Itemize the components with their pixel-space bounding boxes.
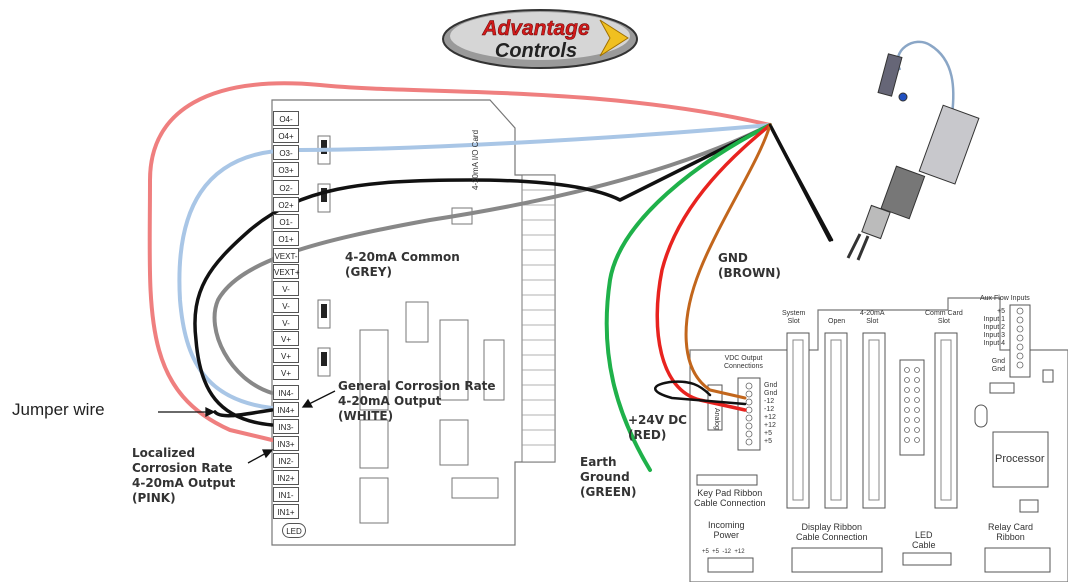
display-ribbon-label: Display Ribbon Cable Connection xyxy=(796,522,868,542)
label-common-grey: 4-20mA Common (GREY) xyxy=(345,250,460,279)
label-gnd-brown: GND (BROWN) xyxy=(718,251,781,280)
incoming-power-label: Incoming Power xyxy=(708,520,745,540)
terminal-in4-plus: IN4+ xyxy=(273,402,299,417)
aux-pin-label: +5 xyxy=(997,308,1005,315)
aux-pin-label: Input 4 xyxy=(983,340,1005,347)
terminal-v-plus: V+ xyxy=(273,348,299,363)
terminal-in2-plus: IN2+ xyxy=(273,470,299,485)
vdc-pin-label: Gnd xyxy=(764,382,778,389)
aux-pin-label: Input 3 xyxy=(983,332,1005,339)
sensor-cable xyxy=(768,123,834,242)
terminal-in2-minus: IN2- xyxy=(273,453,299,468)
vdc-output-label: VDC Output Connections xyxy=(724,355,763,370)
analog-connector-label: Analog xyxy=(713,408,720,430)
terminal-vext-plus: VEXT+ xyxy=(273,264,300,279)
vdc-pin-label: -12 xyxy=(764,398,775,405)
logo-line2: Controls xyxy=(495,40,577,62)
ma-slot-label: 4-20mA Slot xyxy=(860,310,885,325)
terminal-in1-minus: IN1- xyxy=(273,487,299,502)
corrosion-probe xyxy=(846,40,980,261)
label-localized-pink: Localized Corrosion Rate 4-20mA Output (… xyxy=(132,446,236,505)
logo-line1: Advantage xyxy=(481,17,590,40)
vdc-pin-label: -12 xyxy=(764,406,775,413)
brown-wire xyxy=(684,123,772,400)
terminal-vext-minus: VEXT- xyxy=(273,248,299,263)
blue-wire xyxy=(177,123,772,410)
open-slot-label: Open xyxy=(828,318,846,325)
grey-wire xyxy=(212,123,772,395)
system-slot-label: System Slot xyxy=(782,310,806,325)
terminal-v-minus: V- xyxy=(273,281,299,296)
logo-graphic: Advantage Controls xyxy=(442,9,638,69)
comm-slot-label: Comm Card Slot xyxy=(925,310,963,325)
terminal-in3-minus: IN3- xyxy=(273,419,299,434)
pink-wire xyxy=(147,81,772,442)
advantage-controls-logo: Advantage Controls xyxy=(440,6,640,70)
green-wire xyxy=(604,123,772,472)
terminal-o1-minus: O1- xyxy=(273,214,299,229)
keypad-ribbon-label: Key Pad Ribbon Cable Connection xyxy=(694,488,766,508)
terminal-o1-plus: O1+ xyxy=(273,231,299,246)
io-card-title: 4-20mA I/O Card xyxy=(471,129,480,190)
terminal-o2-minus: O2- xyxy=(273,180,299,195)
aux-pin-label: Input 1 xyxy=(983,316,1005,323)
terminal-in3-plus: IN3+ xyxy=(273,436,299,451)
vdc-pin-label: +5 xyxy=(764,430,772,437)
black-jumper xyxy=(213,408,274,418)
terminal-o4-minus: O4- xyxy=(273,111,299,126)
processor-label: Processor xyxy=(995,453,1045,465)
label-earth-green: Earth Ground (GREEN) xyxy=(580,455,637,499)
vdc-pin-label: +12 xyxy=(764,422,776,429)
vdc-pin-label: +5 xyxy=(764,438,772,445)
io-card-edge-connector xyxy=(521,174,556,463)
vdc-pin-label: Gnd xyxy=(764,390,778,397)
aux-pin-label: Gnd xyxy=(991,358,1005,365)
black-wire-2 xyxy=(654,380,747,406)
red-wire xyxy=(655,123,772,412)
terminal-o2-plus: O2+ xyxy=(273,197,299,212)
terminal-v-plus: V+ xyxy=(273,331,299,346)
terminal-v-plus: V+ xyxy=(273,365,299,380)
relay-ribbon-label: Relay Card Ribbon xyxy=(988,522,1034,542)
label-general-white: General Corrosion Rate 4-20mA Output (WH… xyxy=(338,379,496,423)
terminal-o3-plus: O3+ xyxy=(273,162,299,177)
power-pins-label: +5 +5 -12 +12 xyxy=(702,549,745,555)
aux-pin-label: Gnd xyxy=(991,366,1005,373)
terminal-o3-minus: O3- xyxy=(273,145,299,160)
led-indicator: LED xyxy=(282,523,306,538)
black-wire xyxy=(193,123,832,427)
terminal-in1-plus: IN1+ xyxy=(273,504,299,519)
terminal-v-minus: V- xyxy=(273,298,299,313)
label-vdc-red: +24V DC (RED) xyxy=(628,413,687,442)
label-jumper-wire: Jumper wire xyxy=(12,400,105,419)
vdc-pin-label: +12 xyxy=(764,414,776,421)
terminal-o4-plus: O4+ xyxy=(273,128,299,143)
aux-pin-label: Input 2 xyxy=(983,324,1005,331)
terminal-in4-minus: IN4- xyxy=(273,385,299,400)
led-cable-label: LED Cable xyxy=(912,530,936,550)
terminal-v-minus: V- xyxy=(273,315,299,330)
aux-flow-label: Aux Flow Inputs xyxy=(980,295,1030,302)
